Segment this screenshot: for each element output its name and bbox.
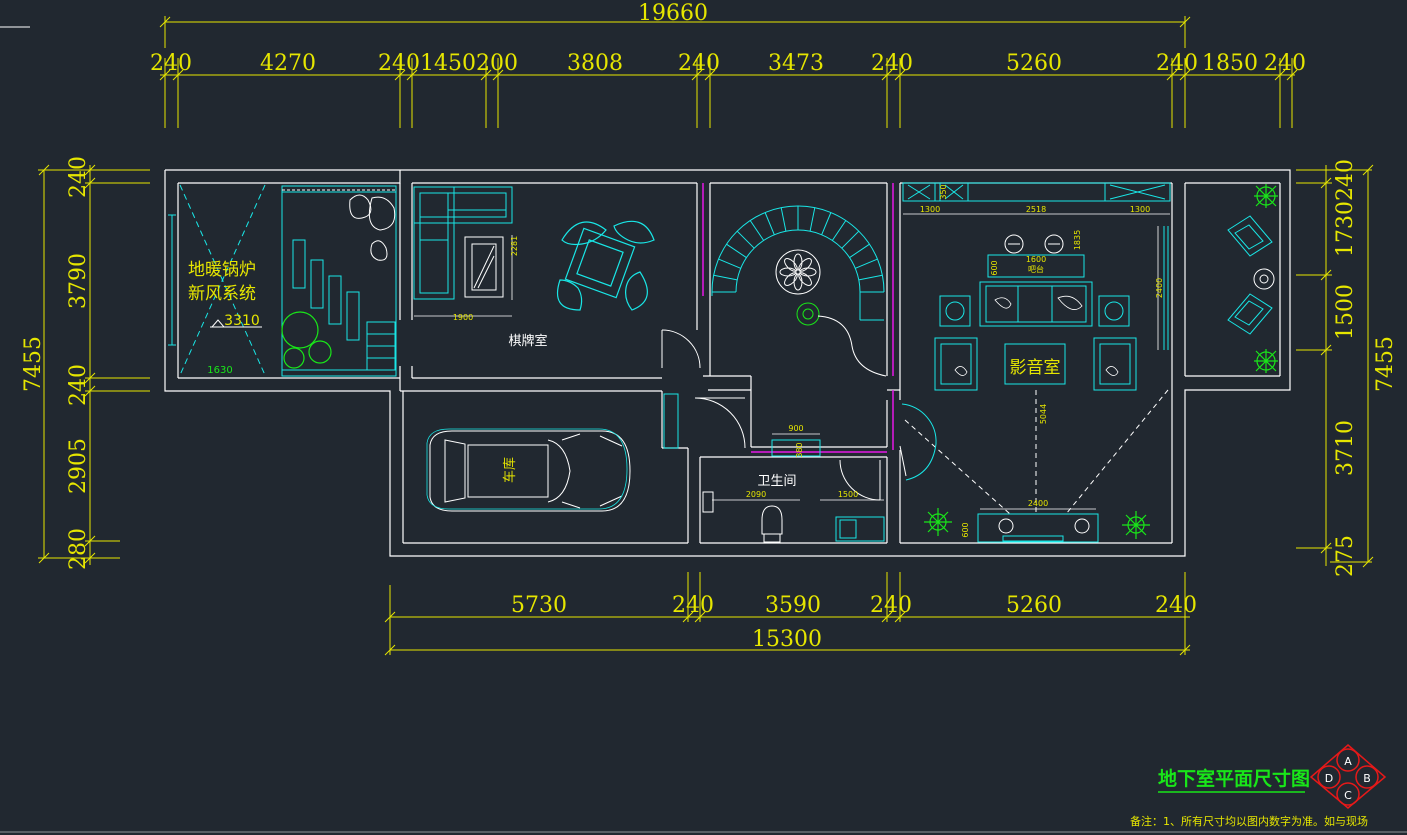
left-total-dim: 7455 bbox=[21, 336, 46, 392]
dim-1630: 1630 bbox=[207, 365, 232, 376]
top-dim-7: 240 bbox=[871, 51, 913, 76]
dim-1600: 1600 bbox=[1026, 255, 1046, 264]
garage-label: 车库 bbox=[502, 457, 518, 483]
garage: 车库 bbox=[426, 393, 746, 512]
top-dim-10: 1850 bbox=[1202, 51, 1258, 76]
plant-icon bbox=[1122, 511, 1150, 539]
top-dim-8: 5260 bbox=[1006, 51, 1062, 76]
right-dim-1: 240 bbox=[1333, 159, 1358, 201]
right-dimension-chain bbox=[1296, 164, 1374, 568]
top-dim-2: 4270 bbox=[260, 51, 316, 76]
dim-1500: 1500 bbox=[838, 490, 858, 499]
top-dim-9: 240 bbox=[1156, 51, 1198, 76]
bottom-total-dim: 15300 bbox=[752, 627, 822, 652]
dim-350: 350 bbox=[939, 184, 948, 199]
top-dim-5: 240 bbox=[678, 51, 720, 76]
right-total-dim: 7455 bbox=[1373, 336, 1398, 392]
bottom-dim-4: 240 bbox=[870, 593, 912, 618]
card-table-icon bbox=[556, 220, 655, 311]
dim-2281: 2281 bbox=[510, 236, 519, 256]
bottom-dim-2: 240 bbox=[672, 593, 714, 618]
lounge-chair-icon bbox=[1227, 215, 1275, 335]
plant-icon bbox=[281, 311, 332, 369]
logo-letter-b: B bbox=[1363, 772, 1371, 785]
drawing-note: 备注：1、所有尺寸均以图内数字为准。如与现场 bbox=[1130, 814, 1368, 828]
theater-room: 1300 350 2518 1300 1600 吧台 1835 600 bbox=[899, 182, 1171, 543]
dim-1835: 1835 bbox=[1073, 230, 1082, 250]
accent-walls bbox=[702, 183, 894, 453]
right-dim-2: 1730 bbox=[1333, 201, 1358, 257]
bottom-dim-6: 240 bbox=[1155, 593, 1197, 618]
sofa-icon bbox=[934, 281, 1137, 543]
bottom-dim-5: 5260 bbox=[1006, 593, 1062, 618]
dim-1300-right: 1300 bbox=[1130, 205, 1150, 214]
dim-2400-tv: 2400 bbox=[1028, 499, 1048, 508]
theater-label: 影音室 bbox=[1010, 358, 1061, 378]
bathroom: 900 380 卫生间 2090 1500 bbox=[702, 424, 885, 543]
left-dim-5: 280 bbox=[66, 528, 91, 570]
dim-1900: 1900 bbox=[453, 313, 473, 322]
sofa-icon bbox=[413, 186, 513, 300]
top-dim-1: 240 bbox=[150, 51, 192, 76]
left-dim-3: 240 bbox=[66, 364, 91, 406]
dim-600-tv: 600 bbox=[961, 522, 970, 537]
right-dim-5: 275 bbox=[1333, 535, 1358, 577]
dim-5044: 5044 bbox=[1039, 404, 1048, 424]
dim-1300-left: 1300 bbox=[920, 205, 940, 214]
bathroom-label: 卫生间 bbox=[757, 474, 796, 489]
coffee-table-icon bbox=[464, 236, 504, 298]
bar-counter bbox=[987, 234, 1085, 278]
plant-icon bbox=[924, 508, 952, 536]
dim-2518: 2518 bbox=[1026, 205, 1046, 214]
boiler-room-label-2: 新风系统 bbox=[188, 284, 256, 304]
bottom-dim-3: 3590 bbox=[765, 593, 821, 618]
elevation-label: 3310 bbox=[224, 313, 260, 329]
side-lounge bbox=[1227, 184, 1278, 373]
left-dim-1: 240 bbox=[66, 156, 91, 198]
cabinet-row bbox=[902, 182, 1171, 202]
door-swing bbox=[661, 329, 701, 369]
dim-380: 380 bbox=[795, 442, 804, 457]
bar-label: 吧台 bbox=[1028, 264, 1044, 274]
top-dim-11: 240 bbox=[1264, 51, 1306, 76]
plant-icon bbox=[1254, 184, 1278, 208]
boiler-room: 地暖锅炉 新风系统 3310 1630 bbox=[168, 184, 397, 377]
stair-hall bbox=[711, 205, 887, 377]
plant-icon bbox=[796, 302, 820, 326]
logo-letter-d: D bbox=[1325, 772, 1333, 785]
left-dim-4: 2905 bbox=[66, 438, 91, 494]
left-dimension-chain bbox=[38, 164, 150, 565]
logo-letter-a: A bbox=[1344, 755, 1352, 768]
drawing-title: 地下室平面尺寸图 bbox=[1158, 767, 1310, 790]
bottom-dimension-chain bbox=[384, 572, 1191, 656]
top-dim-3: 2401450200 bbox=[378, 51, 518, 76]
plant-icon bbox=[1254, 349, 1278, 373]
chess-room-label: 棋牌室 bbox=[508, 333, 547, 349]
top-total-dim: 19660 bbox=[638, 1, 708, 26]
top-dimension-chain bbox=[159, 16, 1298, 128]
boiler-room-label-1: 地暖锅炉 bbox=[188, 260, 256, 280]
dim-900: 900 bbox=[788, 424, 803, 433]
dim-2400-side: 2400 bbox=[1155, 278, 1164, 298]
walls bbox=[164, 169, 1291, 557]
dim-600: 600 bbox=[990, 260, 999, 275]
bottom-dim-1: 5730 bbox=[511, 593, 567, 618]
dim-2090: 2090 bbox=[746, 490, 766, 499]
left-dim-2: 3790 bbox=[66, 253, 91, 309]
title-block: 地下室平面尺寸图 A B C D 备注：1、所有尺寸均以图内数字为准。如与现场 bbox=[0, 744, 1407, 833]
top-dim-6: 3473 bbox=[768, 51, 824, 76]
logo-icon bbox=[1309, 744, 1387, 809]
car-icon bbox=[429, 430, 631, 512]
top-dim-4: 3808 bbox=[567, 51, 623, 76]
chess-room: 1900 2281 棋牌室 bbox=[413, 186, 701, 369]
right-dim-3: 1500 bbox=[1333, 284, 1358, 340]
logo-letter-c: C bbox=[1344, 789, 1352, 802]
right-dim-4: 3710 bbox=[1333, 420, 1358, 476]
